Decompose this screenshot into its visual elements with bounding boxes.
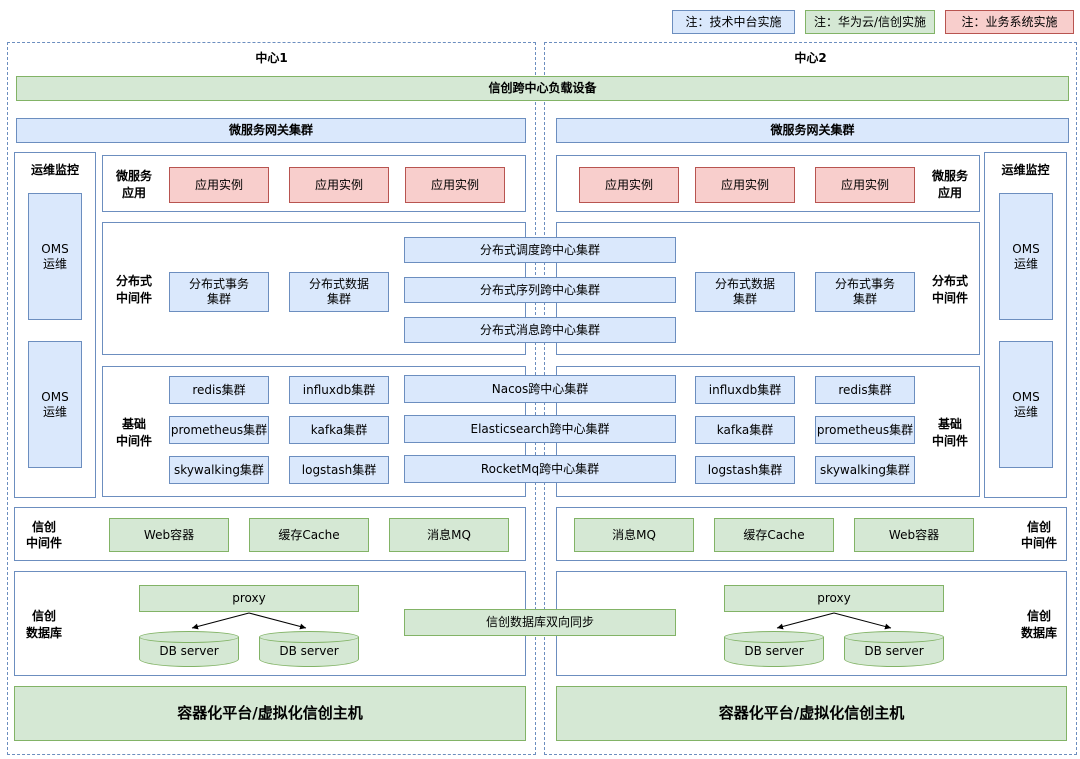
center1-xc-middleware-label: 信创 中间件 <box>25 519 62 550</box>
center2-db-arrows <box>776 612 892 630</box>
app-instance-box: 应用实例 <box>289 167 389 203</box>
logstash-cluster: logstash集群 <box>289 456 389 484</box>
center2-db-label: 信创 数据库 <box>1020 609 1057 640</box>
kafka-cluster: kafka集群 <box>289 416 389 444</box>
prometheus-cluster: prometheus集群 <box>815 416 915 444</box>
app-instance-box: 应用实例 <box>169 167 269 203</box>
center2-micro-label: 微服务 应用 <box>931 169 968 200</box>
logstash-cluster: logstash集群 <box>695 456 795 484</box>
influxdb-cluster: influxdb集群 <box>695 376 795 404</box>
center1-micro-section: 微服务 应用 应用实例 应用实例 应用实例 <box>102 155 526 212</box>
center1-oms-box-1: OMS 运维 <box>28 193 82 320</box>
db-server-cylinder: DB server <box>139 631 239 667</box>
cache-box: 缓存Cache <box>249 518 369 552</box>
center1-oms-box-2: OMS 运维 <box>28 341 82 468</box>
dist-data-cluster: 分布式数据 集群 <box>289 272 389 312</box>
cross-base-nacos-cluster: Nacos跨中心集群 <box>404 375 676 403</box>
dist-transaction-cluster: 分布式事务 集群 <box>169 272 269 312</box>
center2-base-label: 基础 中间件 <box>931 417 968 448</box>
cross-base-rocketmq-cluster: RocketMq跨中心集群 <box>404 455 676 483</box>
redis-cluster: redis集群 <box>169 376 269 404</box>
message-mq-box: 消息MQ <box>389 518 509 552</box>
center1-gateway-bar: 微服务网关集群 <box>16 118 526 143</box>
influxdb-cluster: influxdb集群 <box>289 376 389 404</box>
legend-item-tech-platform: 注：技术中台实施 <box>672 10 795 34</box>
web-container-box: Web容器 <box>109 518 229 552</box>
center2-micro-section: 应用实例 应用实例 应用实例 微服务 应用 <box>556 155 980 212</box>
center1-ops-panel: 运维监控 OMS 运维 OMS 运维 <box>14 152 96 498</box>
center1-title: 中心1 <box>255 50 288 65</box>
db-proxy-box: proxy <box>724 585 944 612</box>
kafka-cluster: kafka集群 <box>695 416 795 444</box>
skywalking-cluster: skywalking集群 <box>815 456 915 484</box>
db-sync-bar: 信创数据库双向同步 <box>404 609 676 636</box>
cross-dist-message-cluster: 分布式消息跨中心集群 <box>404 317 676 343</box>
center2-ops-panel: 运维监控 OMS 运维 OMS 运维 <box>984 152 1067 498</box>
load-balancer-bar: 信创跨中心负载设备 <box>16 76 1069 101</box>
center2-platform-bar: 容器化平台/虚拟化信创主机 <box>556 686 1067 741</box>
center2-gateway-bar: 微服务网关集群 <box>556 118 1069 143</box>
db-proxy-box: proxy <box>139 585 359 612</box>
app-instance-box: 应用实例 <box>405 167 505 203</box>
center2-dist-label: 分布式 中间件 <box>931 274 968 305</box>
center1-dist-label: 分布式 中间件 <box>115 274 152 305</box>
db-server-label: DB server <box>279 644 339 658</box>
app-instance-box: 应用实例 <box>815 167 915 203</box>
app-instance-box: 应用实例 <box>695 167 795 203</box>
center1-ops-title: 运维监控 <box>30 163 79 177</box>
cross-base-elasticsearch-cluster: Elasticsearch跨中心集群 <box>404 415 676 443</box>
center1-db-label: 信创 数据库 <box>25 609 62 640</box>
cross-dist-sequence-cluster: 分布式序列跨中心集群 <box>404 277 676 303</box>
dist-data-cluster: 分布式数据 集群 <box>695 272 795 312</box>
cylinder-top <box>724 631 824 643</box>
redis-cluster: redis集群 <box>815 376 915 404</box>
db-server-cylinder: DB server <box>259 631 359 667</box>
center1-db-arrows <box>191 612 307 630</box>
center2-oms-box-2: OMS 运维 <box>999 341 1053 468</box>
center2-ops-title: 运维监控 <box>1001 163 1050 177</box>
center1-micro-label: 微服务 应用 <box>115 169 152 200</box>
cross-dist-scheduler-cluster: 分布式调度跨中心集群 <box>404 237 676 263</box>
center2-xc-middleware-label: 信创 中间件 <box>1020 519 1057 550</box>
center2-oms-box-1: OMS 运维 <box>999 193 1053 320</box>
db-server-cylinder: DB server <box>724 631 824 667</box>
app-instance-box: 应用实例 <box>579 167 679 203</box>
message-mq-box: 消息MQ <box>574 518 694 552</box>
db-server-label: DB server <box>159 644 219 658</box>
center2-xc-middleware-section: 消息MQ 缓存Cache Web容器 信创 中间件 <box>556 507 1067 561</box>
dist-transaction-cluster: 分布式事务 集群 <box>815 272 915 312</box>
cylinder-top <box>139 631 239 643</box>
db-server-label: DB server <box>864 644 924 658</box>
db-server-label: DB server <box>744 644 804 658</box>
legend-item-huawei-xinchuang: 注：华为云/信创实施 <box>805 10 935 34</box>
web-container-box: Web容器 <box>854 518 974 552</box>
cache-box: 缓存Cache <box>714 518 834 552</box>
legend-item-business-system: 注：业务系统实施 <box>945 10 1074 34</box>
prometheus-cluster: prometheus集群 <box>169 416 269 444</box>
cylinder-top <box>259 631 359 643</box>
skywalking-cluster: skywalking集群 <box>169 456 269 484</box>
db-server-cylinder: DB server <box>844 631 944 667</box>
center2-title: 中心2 <box>794 50 827 65</box>
cylinder-top <box>844 631 944 643</box>
center1-base-label: 基础 中间件 <box>115 417 152 448</box>
center1-platform-bar: 容器化平台/虚拟化信创主机 <box>14 686 526 741</box>
center1-xc-middleware-section: 信创 中间件 Web容器 缓存Cache 消息MQ <box>14 507 526 561</box>
